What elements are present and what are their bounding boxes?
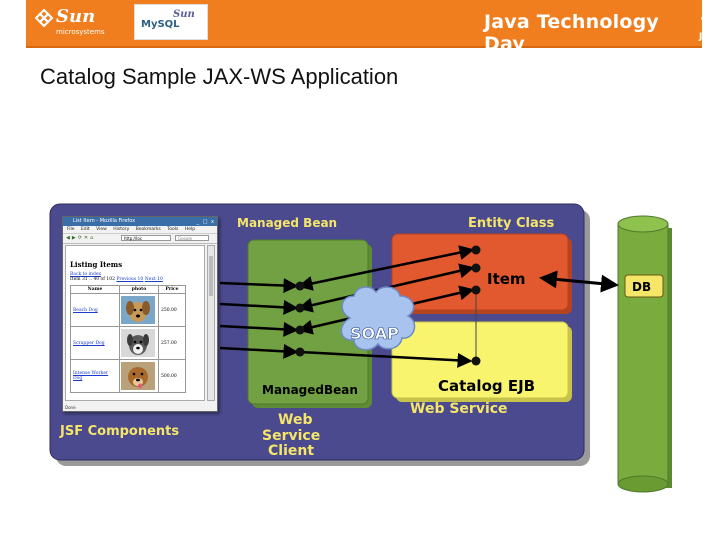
back-link: Back to index [70,272,102,277]
dog-photo-icon [121,329,155,357]
browser-title: List Item - Mozilla Firefox [73,218,136,224]
paging: Item 31 .. 40 of 102 Previous 10 Next 10 [70,277,200,282]
menu-edit: Edit [80,227,90,232]
arrow-item-db [539,270,619,293]
nav-buttons-icon: ◀▶⟳✕⌂ [66,235,96,241]
menu-bookmarks: Bookmarks [135,227,161,232]
event-title: Java Technology Day [484,11,659,55]
arrow-browser-to-bean-4 [219,343,299,359]
label-entity-class: Entity Class [468,216,555,231]
search-field: Google [175,235,209,241]
sun-logo: Sun microsystems [34,6,105,40]
browser-titlebar: List Item - Mozilla Firefox _ □ x [63,217,217,226]
label-managed-bean: Managed Bean [237,216,337,230]
row-price: 250.00 [158,293,186,327]
label-wsc-service: Service [262,428,320,444]
browser-window: List Item - Mozilla Firefox _ □ x File E… [62,216,218,412]
arrow-bean-ejb [299,350,473,368]
items-table: Name photo Price Beach Dog 250.00 [70,285,186,393]
col-photo: photo [119,285,159,294]
col-name: Name [70,285,120,294]
col-price: Price [158,285,186,294]
table-row: Scrapper Dog 257.00 [70,326,186,360]
row-photo [119,293,159,327]
item-dot-2 [471,263,481,273]
java-cup-icon [701,5,720,29]
mysql-logo: MySQL [141,19,180,30]
label-wsc-web: Web [278,412,312,428]
java-logo: Java [696,4,724,44]
dog-photo-icon [121,296,155,324]
endpoint-dots [295,245,481,366]
arrow-browser-to-bean-1 [219,278,299,294]
menu-view: View [96,227,107,232]
menu-help: Help [184,227,196,232]
paging-text: Item 31 .. 40 of 102 [70,277,115,282]
label-item: Item [487,270,526,288]
row-photo [119,359,159,393]
ejb-dot [471,356,481,366]
row-price: 257.00 [158,326,186,360]
bean-dot-1 [295,281,305,291]
row-name: Scrapper Dog [70,326,120,360]
header-bar: Sun microsystems MySQL Sun Java Technolo… [26,0,720,55]
label-catalog-ejb: Catalog EJB [438,377,535,395]
partner-logo: MySQL Sun [134,4,208,40]
browser-toolbar: ◀▶⟳✕⌂ http://loc Google [63,234,217,244]
dog-photo-icon [121,362,155,390]
row-name: Intense Worker Dog [70,359,120,393]
next-link: Next 10 [144,277,163,282]
java-logo-text: Java [699,32,721,42]
bean-dot-2 [295,303,305,313]
table-row: Beach Dog 250.00 [70,293,186,327]
item-dot-3 [471,285,481,295]
label-soap: SOAP [350,324,399,343]
scrollbar-thumb [209,256,213,296]
row-photo [119,326,159,360]
menu-file: File [67,227,75,232]
db-cylinder [617,215,672,493]
label-managedbean-bottom: ManagedBean [262,383,358,397]
browser-page: Listing Items Back to index Item 31 .. 4… [65,245,205,401]
label-wsc-client: Client [268,443,314,459]
prev-link: Previous 10 [116,277,144,282]
window-controls-icon: _ □ x [196,219,215,225]
table-row: Intense Worker Dog 500.00 [70,359,186,393]
row-name: Beach Dog [70,293,120,327]
entity-class-box [391,233,569,311]
status-bar: Done [65,405,76,410]
menu-tools: Tools [167,227,179,232]
bean-dot-3 [295,325,305,335]
page-heading: Listing Items [70,260,123,269]
menu-history: History [113,227,130,232]
scrollbar [207,245,215,401]
url-field: http://loc [121,235,171,241]
bean-dot-4 [295,347,305,357]
arrow-browser-to-bean-3 [219,321,299,337]
row-price: 500.00 [158,359,186,393]
sun-logo-sub: microsystems [56,28,105,36]
label-jsf-components: JSF Components [59,424,179,439]
table-header: Name photo Price [70,285,186,294]
browser-menubar: File Edit View History Bookmarks Tools H… [63,226,217,234]
label-web-service: Web Service [410,401,508,417]
label-db: DB [632,280,651,294]
arrow-browser-to-bean-2 [219,299,299,315]
sun-small-logo: Sun [173,9,195,20]
slide-title: Catalog Sample JAX-WS Application [40,64,399,89]
sun-logo-word: Sun [56,6,96,27]
soap-cloud [340,286,416,351]
item-dot-1 [471,245,481,255]
sun-logo-icon [34,8,54,28]
